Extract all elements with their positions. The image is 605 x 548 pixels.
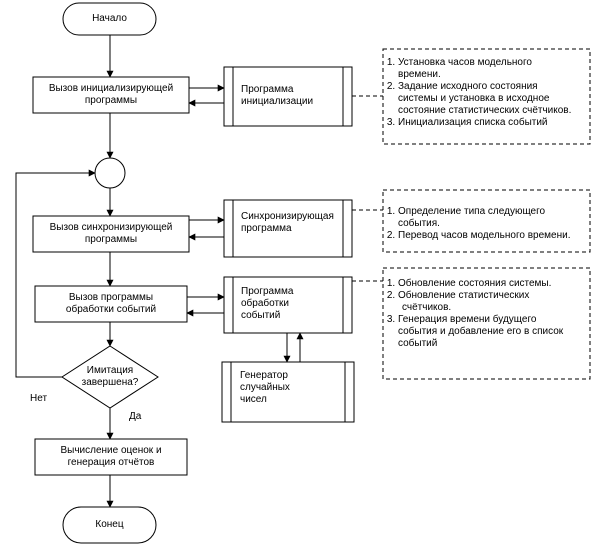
init-call-box — [32, 76, 190, 114]
init-note-item: Инициализация списка событий — [398, 117, 571, 129]
event-program-box — [223, 276, 353, 334]
event-notes-list: Обновление состояния системы. Обновление… — [386, 278, 563, 350]
decision-yes-label: Да — [129, 411, 142, 422]
init-program-box — [223, 66, 353, 127]
init-note-box — [382, 48, 591, 145]
random-generator-box — [221, 361, 355, 423]
event-call-box — [34, 285, 188, 323]
sync-note-item: Перевод часов модельного времени. — [398, 230, 571, 242]
connector-circle — [94, 157, 126, 189]
end-label: Конец — [95, 519, 124, 530]
report-box — [34, 438, 188, 476]
arrow-loop-back — [15, 169, 96, 378]
event-note-box — [382, 267, 591, 380]
event-note-item: Обновление состояния системы. — [398, 278, 563, 290]
sync-program-box — [223, 199, 353, 258]
decision-no-label: Нет — [30, 393, 48, 404]
start-label: Начало — [92, 13, 127, 24]
sync-note-box — [382, 189, 591, 253]
